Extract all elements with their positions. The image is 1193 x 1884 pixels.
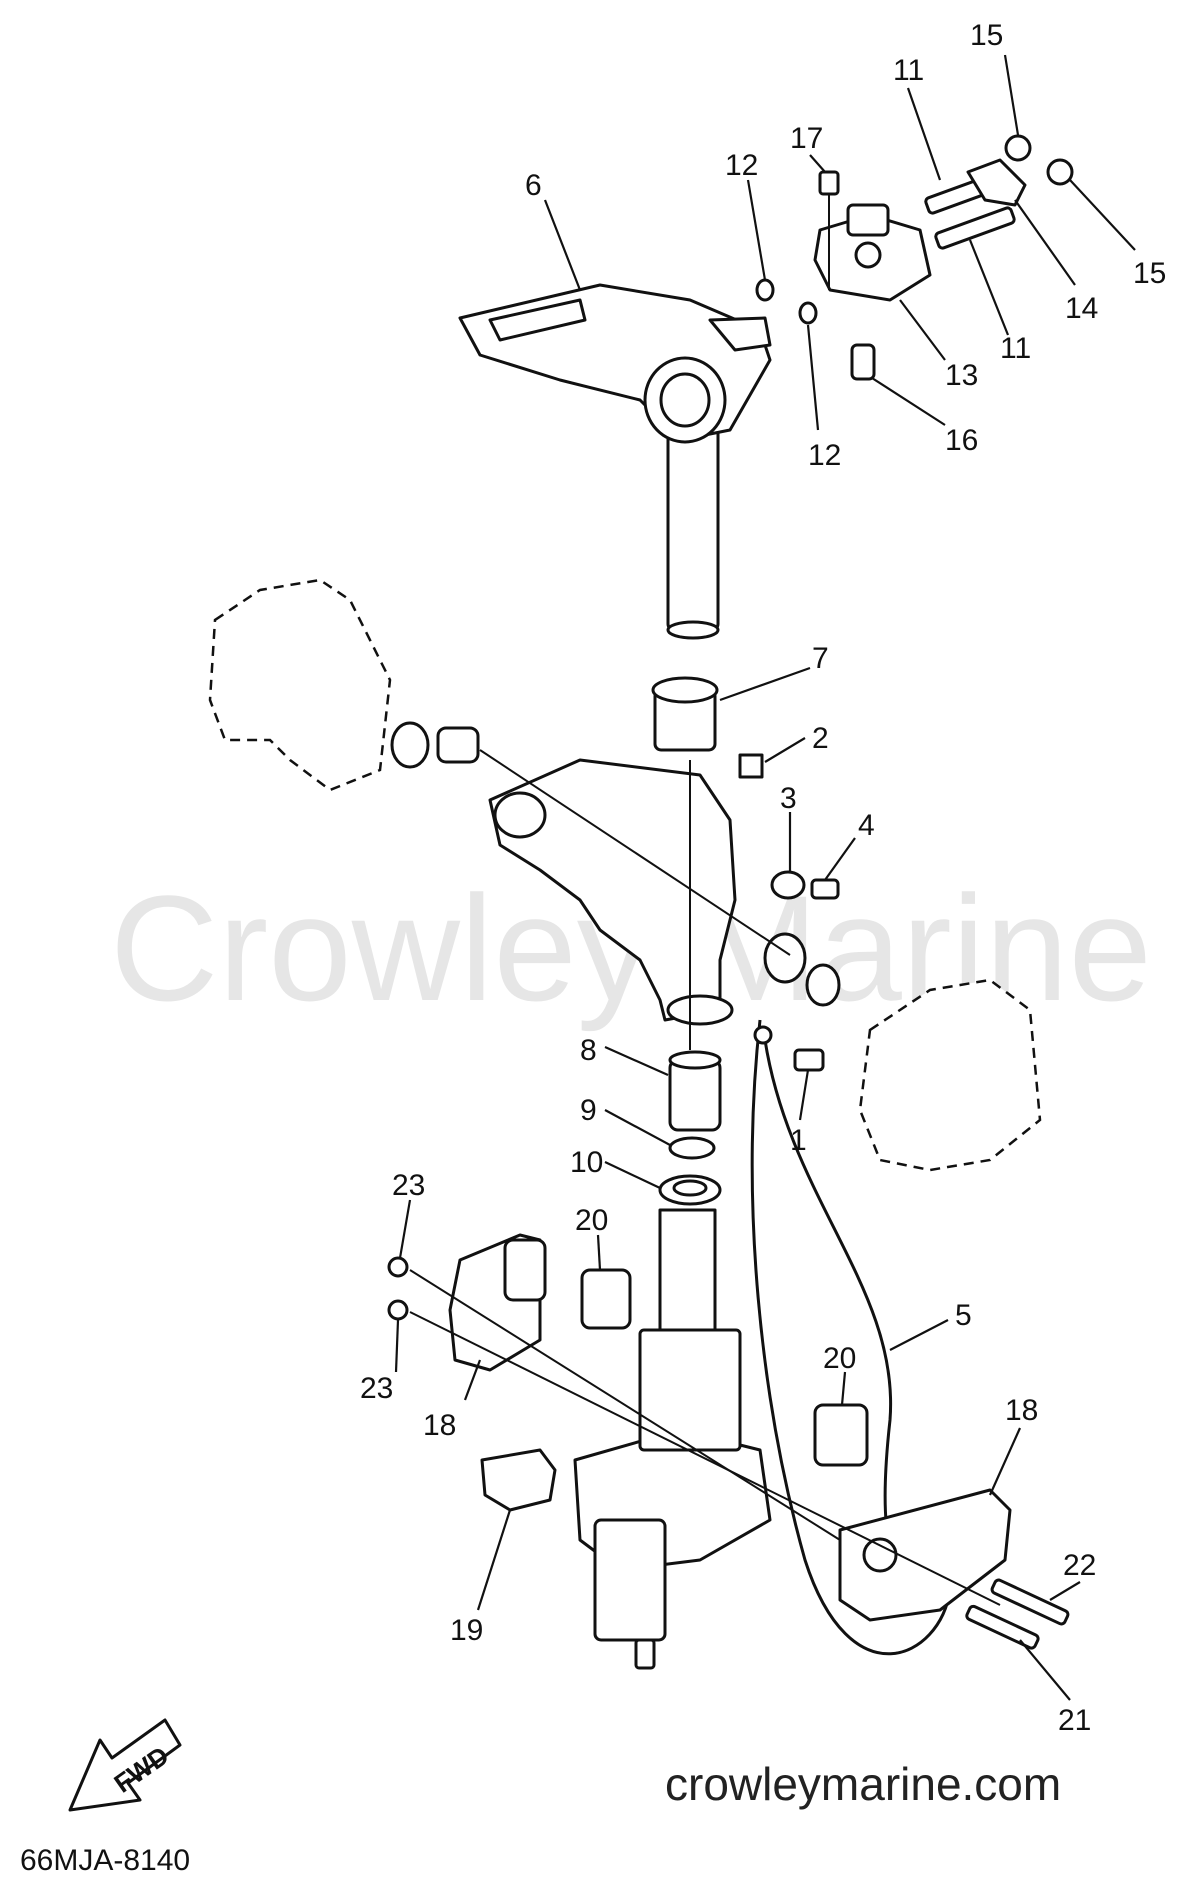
- callout-18-right: 18: [1005, 1394, 1038, 1427]
- callout-14: 14: [1065, 292, 1098, 325]
- callout-7: 7: [812, 642, 829, 675]
- website-url: crowleymarine.com: [665, 1758, 1061, 1810]
- pad-part-19: [480, 1448, 557, 1512]
- assembly-axis-3: [409, 1311, 1001, 1606]
- callout-15-top: 15: [970, 19, 1003, 52]
- bolt-part-4: [810, 878, 840, 900]
- callout-11-lower: 11: [1000, 332, 1031, 365]
- callout-23-bottom: 23: [360, 1372, 393, 1405]
- bushing-part-8: [668, 1050, 722, 1132]
- callout-17: 17: [790, 122, 823, 155]
- callout-11-top: 11: [893, 54, 924, 87]
- callout-20-left: 20: [575, 1204, 608, 1237]
- callout-19: 19: [450, 1614, 483, 1647]
- callout-16: 16: [945, 424, 978, 457]
- callout-3: 3: [780, 782, 797, 815]
- leader-lines: [394, 54, 1136, 1701]
- callout-20-right: 20: [823, 1342, 856, 1375]
- washers-part-12: [755, 278, 818, 325]
- callout-10: 10: [570, 1146, 603, 1179]
- callout-18-left: 18: [423, 1409, 456, 1442]
- bolt-part-22: [990, 1578, 1070, 1626]
- lower-housing: [573, 1208, 772, 1642]
- bolt-part-17: [818, 170, 840, 290]
- screw-part-1: [793, 1048, 825, 1072]
- callout-2: 2: [812, 722, 829, 755]
- nuts-part-23: [387, 1256, 409, 1321]
- steering-bracket-part-6: [458, 283, 772, 640]
- callout-23-top: 23: [392, 1169, 425, 1202]
- clamp-bracket-outline-left: [208, 578, 392, 792]
- fwd-arrow-icon: FWD: [68, 1718, 182, 1812]
- bushing-part-7: [651, 676, 719, 752]
- callout-12-top: 12: [725, 149, 758, 182]
- o-ring-part-9: [668, 1136, 716, 1160]
- grease-nipple-part-16: [850, 343, 876, 381]
- plate-part-14: [966, 158, 1027, 207]
- assembly-axis-1: [479, 749, 791, 956]
- callout-labels: 15 11 17 12 6 15 14 11 13 12 16 7 2 3 4 …: [360, 19, 1166, 1737]
- callout-13: 13: [945, 359, 978, 392]
- bolt-bottom: [634, 1638, 656, 1670]
- callout-5: 5: [955, 1299, 972, 1332]
- plate-part-2: [738, 753, 764, 779]
- drawing-code: 66MJA-8140: [20, 1844, 190, 1877]
- nuts-part-15: [1004, 134, 1074, 186]
- swivel-bracket-body: [488, 758, 737, 1026]
- cap-part-20-left: [580, 1268, 632, 1330]
- clamp-part-18-left: [448, 1233, 547, 1372]
- callout-22: 22: [1063, 1549, 1096, 1582]
- left-bushings: [390, 721, 480, 769]
- callout-15-right: 15: [1133, 257, 1166, 290]
- callout-1: 1: [790, 1124, 807, 1157]
- clamp-part-18-right: [838, 1488, 1012, 1622]
- callout-4: 4: [858, 809, 875, 842]
- swivel-block-part-13: [813, 203, 932, 302]
- callout-9: 9: [580, 1094, 597, 1127]
- callout-6: 6: [525, 169, 542, 202]
- assembly-axis-4: [409, 1269, 841, 1541]
- bolt-part-21: [965, 1604, 1040, 1650]
- cap-part-20-right: [813, 1403, 869, 1467]
- callout-21: 21: [1058, 1704, 1091, 1737]
- clamp-bracket-outline-right: [858, 978, 1042, 1172]
- callout-12-lower: 12: [808, 439, 841, 472]
- oil-seal-part-10: [658, 1174, 722, 1206]
- bushing-part-3: [770, 870, 806, 900]
- callout-8: 8: [580, 1034, 597, 1067]
